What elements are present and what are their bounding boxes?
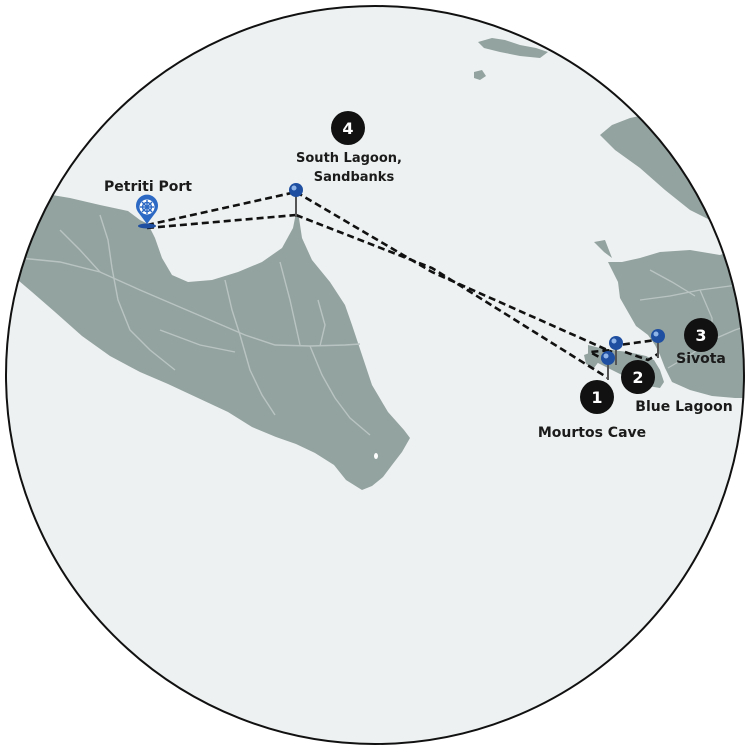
mourtos-pin[interactable] [601,351,615,365]
stop-3-number: 3 [695,326,706,345]
stop-4-label-line1: South Lagoon, [296,151,402,166]
sivota-pin[interactable] [651,329,665,343]
port-marker[interactable] [136,194,158,229]
mainland-landmass [608,245,744,398]
stop-2-badge [621,360,655,394]
stop-4-badge [331,111,365,145]
map-border [5,5,745,745]
north-islet-1 [478,38,548,58]
north-islet-2 [474,70,486,80]
stop-3-badge [684,318,718,352]
blue-lagoon-pin[interactable] [609,336,623,350]
stop-4-label-line2: Sandbanks [314,170,395,185]
sea-area [6,6,744,744]
stop-2-number: 2 [632,368,643,387]
route-sandbanks-to-mourtos [295,213,609,380]
islet [374,453,378,459]
route-blue-lagoon-to-sivota [611,338,657,348]
stop-1-label: Mourtos Cave [538,425,646,441]
sivota-pin-highlight [653,331,659,337]
sandbanks-pin[interactable] [289,183,303,197]
port-label: Petriti Port [104,179,192,195]
sandbanks-pin-highlight [291,185,297,191]
stop-3-label: Sivota [676,351,726,367]
stop-2-label: Blue Lagoon [635,399,732,415]
mourtos-pin-highlight [603,353,609,359]
port-marker-base [138,223,156,229]
route-port-to-sandbanks-a [146,190,297,227]
stop-4-number: 4 [342,119,353,138]
stop-1-badge [580,380,614,414]
mainland-inlet [594,240,612,258]
route-sivota-loop [624,350,659,362]
route-port-to-sandbanks-b [146,213,297,230]
blue-lagoon-pin-highlight [611,338,617,344]
ship-wheel-icon [140,200,154,214]
corfu-landmass [6,190,410,490]
corfu-roads [19,214,371,436]
route-sandbanks-to-blue-lagoon [295,190,613,354]
stop-1-number: 1 [591,388,602,407]
